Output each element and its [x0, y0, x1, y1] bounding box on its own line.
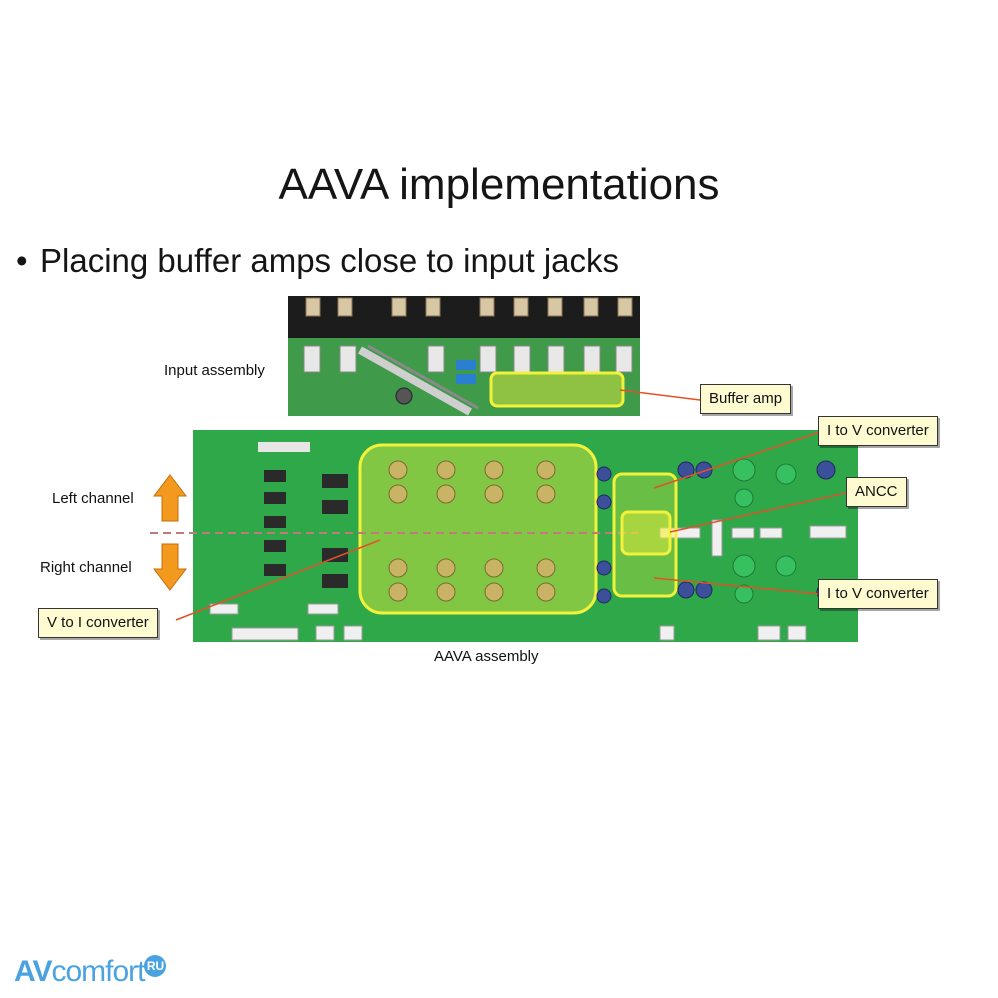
ancc-callout: ANCC: [846, 477, 907, 507]
v-to-i-converter-callout: V to I converter: [38, 608, 158, 638]
input-assembly-label: Input assembly: [164, 362, 265, 379]
i-to-v-converter-top-callout: I to V converter: [818, 416, 938, 446]
bullet-item: • Placing buffer amps close to input jack…: [16, 242, 619, 280]
i-to-v-converter-bottom-callout: I to V converter: [818, 579, 938, 609]
left-channel-label: Left channel: [52, 490, 134, 507]
logo-comfort: comfort: [51, 955, 145, 988]
aava-assembly-photo: [150, 430, 858, 642]
down-arrow-icon: [152, 543, 188, 591]
right-channel-label: Right channel: [40, 559, 132, 576]
buffer-amp-callout: Buffer amp: [700, 384, 792, 414]
logo-av: AV: [14, 955, 52, 988]
up-arrow-icon: [152, 474, 188, 522]
input-assembly-photo: [288, 296, 640, 416]
slide-title: AAVA implementations: [278, 160, 720, 209]
bullet-text: Placing buffer amps close to input jacks: [40, 242, 620, 279]
logo-ru-badge: RU: [144, 955, 167, 977]
aava-assembly-label: AAVA assembly: [434, 648, 539, 665]
bullet-icon: •: [16, 242, 28, 279]
